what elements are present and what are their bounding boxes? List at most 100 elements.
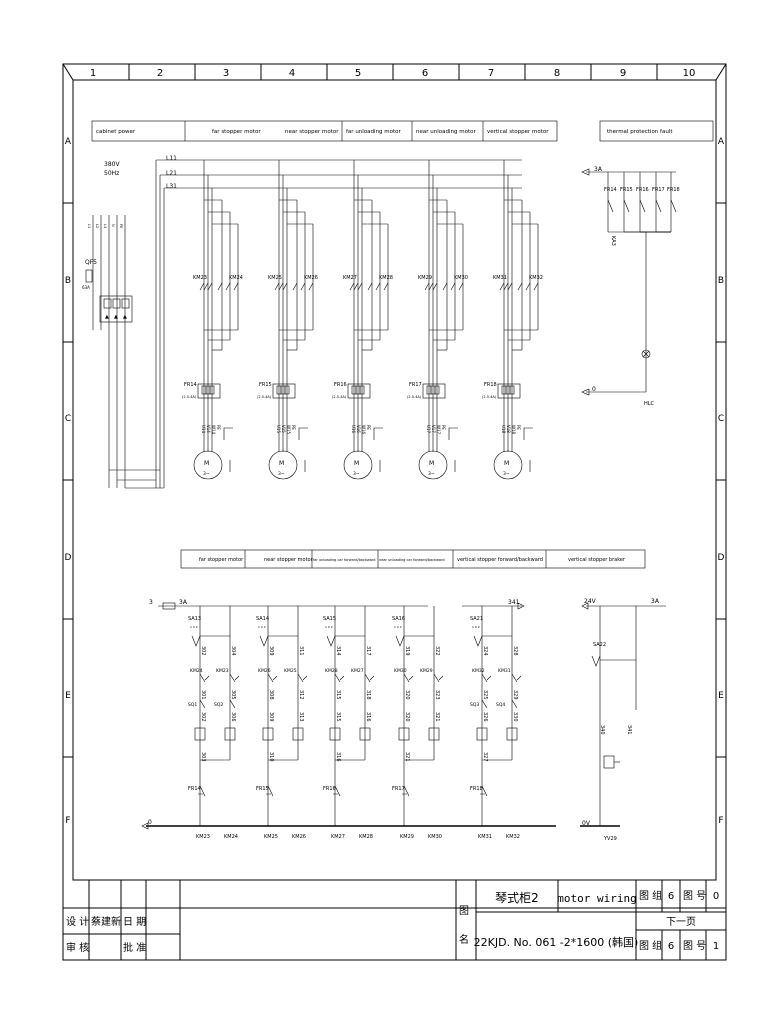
fault-contact [623, 199, 630, 213]
control-header: far stopper motor [199, 557, 244, 563]
drawing-name: motor wiring [557, 892, 636, 905]
wire-number: 301 [200, 690, 206, 700]
breaker-pole [112, 298, 121, 309]
interlock-contact [403, 673, 414, 683]
interlock-contact [297, 673, 308, 683]
contactor-label: KM25 [268, 275, 282, 281]
column-labels: 1 2 3 4 5 6 7 8 9 10 [90, 68, 696, 79]
switch-label: SA21 [470, 616, 483, 622]
contact-blade [375, 282, 381, 291]
wire-number: 328 [512, 646, 518, 656]
col-label: 7 [488, 68, 494, 79]
interlock-contact [229, 673, 240, 683]
col-label: 3 [223, 68, 229, 79]
breaker-block [99, 295, 133, 323]
sheet-label: 图 号 [683, 890, 706, 902]
coil-label: KM27 [331, 834, 345, 840]
relay-range: (2.5-4A) [482, 395, 497, 399]
switch-position: 1 0 2 [325, 625, 333, 629]
breaker-body [85, 269, 93, 283]
motor-terminal: V18 [506, 425, 511, 433]
contact-blade [357, 282, 363, 291]
fault-contact [639, 199, 646, 213]
motor-label: M [504, 460, 509, 467]
fr-label: FR17 [392, 786, 405, 792]
contact-blade [367, 282, 373, 291]
coil-label: KM23 [196, 834, 210, 840]
fault-contact [655, 199, 662, 213]
switch-symbol [395, 635, 405, 647]
bus-arrow [517, 602, 525, 610]
relay-body [197, 383, 221, 399]
switch-position: 1 0 2 [258, 625, 266, 629]
motor-label: M [279, 460, 284, 467]
wire-number: 304 [230, 646, 236, 656]
fr-label: FR15 [256, 786, 269, 792]
motor-terminal: W17 [436, 425, 441, 435]
review-label: 审 核 [66, 941, 89, 954]
motor-sub: 3~ [428, 471, 435, 477]
coil [262, 727, 274, 741]
corner-mark [62, 63, 74, 81]
wire-number: 309 [268, 646, 274, 656]
contact-blade [442, 282, 448, 291]
coil-label: KM31 [478, 834, 492, 840]
limit-label: SQ2 [214, 702, 223, 708]
row-label: F [65, 816, 70, 826]
next-page[interactable]: 下一页 [666, 916, 696, 928]
relay-body [497, 383, 521, 399]
wire-number: 329 [512, 690, 518, 700]
control-header-bar: far stopper motor near stopper motor far… [180, 549, 646, 569]
switch-symbol [326, 635, 336, 647]
limit-label: SQ1 [188, 702, 197, 708]
contact-blade [308, 282, 314, 291]
interlock-label: KM29 [420, 668, 433, 674]
row-label: E [718, 691, 724, 701]
motor-terminal: V17 [431, 425, 436, 433]
fault-relay-label: FR16 [636, 187, 649, 193]
motor-terminal: PE [216, 425, 221, 430]
motor-terminal: V14 [206, 425, 211, 433]
breaker-arrow: ▲ [114, 314, 118, 320]
contact-blade [533, 282, 539, 291]
brake-wire: 341 [626, 725, 632, 735]
limit-contact [229, 699, 236, 709]
relay-element [434, 385, 440, 395]
wire-number: 314 [335, 646, 341, 656]
motor-terminal: U18 [501, 425, 506, 433]
wire-number: 315 [335, 712, 341, 722]
contact-blade [217, 282, 223, 291]
breaker-arrow: ▲ [105, 314, 109, 320]
fault-contact [607, 199, 614, 213]
fault-relay-label: FR18 [667, 187, 680, 193]
contactor-label: KM30 [454, 275, 468, 281]
coil-label: KM30 [428, 834, 442, 840]
contact-blade [292, 282, 298, 291]
relay-label: FR14 [184, 382, 197, 388]
fault-lamp-x [642, 350, 650, 358]
fault-supply: 3A [594, 166, 603, 173]
earth-wire [448, 427, 458, 440]
fault-circuit-labels: 3A 0 FR14 FR15 FR16 FR17 FR18 KA3 HLC [592, 166, 680, 407]
project-title: 琴式柜2 [495, 891, 539, 905]
coil [224, 727, 236, 741]
interlock-contact [199, 673, 210, 683]
fr-contact [198, 785, 206, 797]
limit-contact [481, 699, 488, 709]
earth-wire [373, 427, 383, 440]
wire-number: 324 [482, 646, 488, 656]
wire-number: 320 [404, 712, 410, 722]
contact-blade [517, 282, 523, 291]
row-labels: A B C D E F A B C D E F [65, 137, 725, 826]
wire-number: 303 [200, 752, 206, 762]
interlock-contact [267, 673, 278, 683]
fr-label: FR14 [188, 786, 201, 792]
relay-element [209, 385, 215, 395]
switch-symbol [191, 635, 201, 647]
row-label: E [65, 691, 71, 701]
interlock-label: KM30 [394, 668, 407, 674]
contact-blade [499, 282, 505, 291]
fault-lamp: HLC [644, 401, 655, 407]
breaker-pole [121, 298, 130, 309]
wire-number: 325 [482, 690, 488, 700]
